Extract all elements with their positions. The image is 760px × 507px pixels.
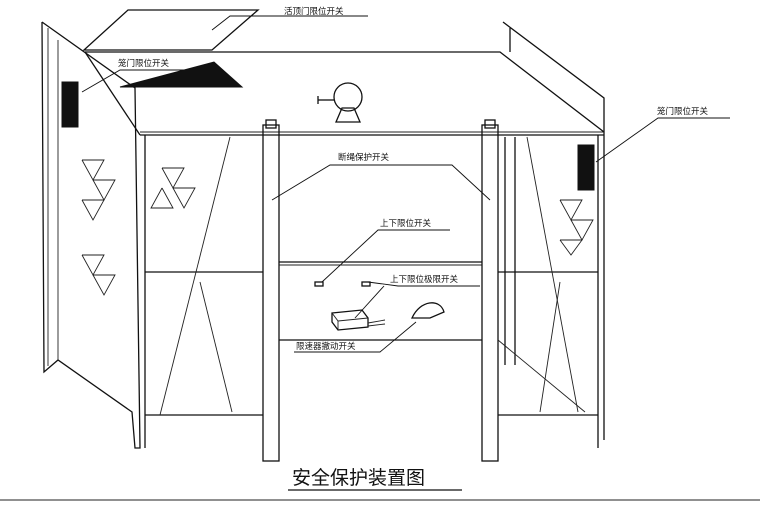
left-door-panel [41,21,141,449]
label-top-door-limit: 活顶门限位开关 [284,6,344,17]
label-right-cage-door-limit: 笼门限位开关 [657,106,709,117]
right-side-panel [497,21,605,448]
updown-limit-switches [314,281,371,287]
leader-lines [81,15,730,353]
label-left-cage-door-limit: 笼门限位开关 [118,58,170,69]
top-door-limit-switch [119,61,244,88]
middle-back-wall [279,261,482,341]
roof-frame [84,51,605,136]
top-trap-door [82,9,260,51]
left-guide-rail [262,119,280,462]
label-rope-break-protection: 断绳保护开关 [338,152,390,163]
label-speed-limiter-switch: 限速器撤动开关 [296,341,356,352]
right-guide-rail [481,119,499,462]
left-cage-door-switch [61,81,79,128]
label-updown-limit: 上下限位开关 [380,218,432,229]
speed-limiter-device [331,302,445,331]
right-cage-door-switch [577,144,595,191]
hoist-motor-icon [317,82,363,123]
label-updown-final-limit: 上下限位极限开关 [390,274,459,285]
diagram-caption: 安全保护装置图 [292,467,425,489]
left-back-panel [144,135,263,448]
